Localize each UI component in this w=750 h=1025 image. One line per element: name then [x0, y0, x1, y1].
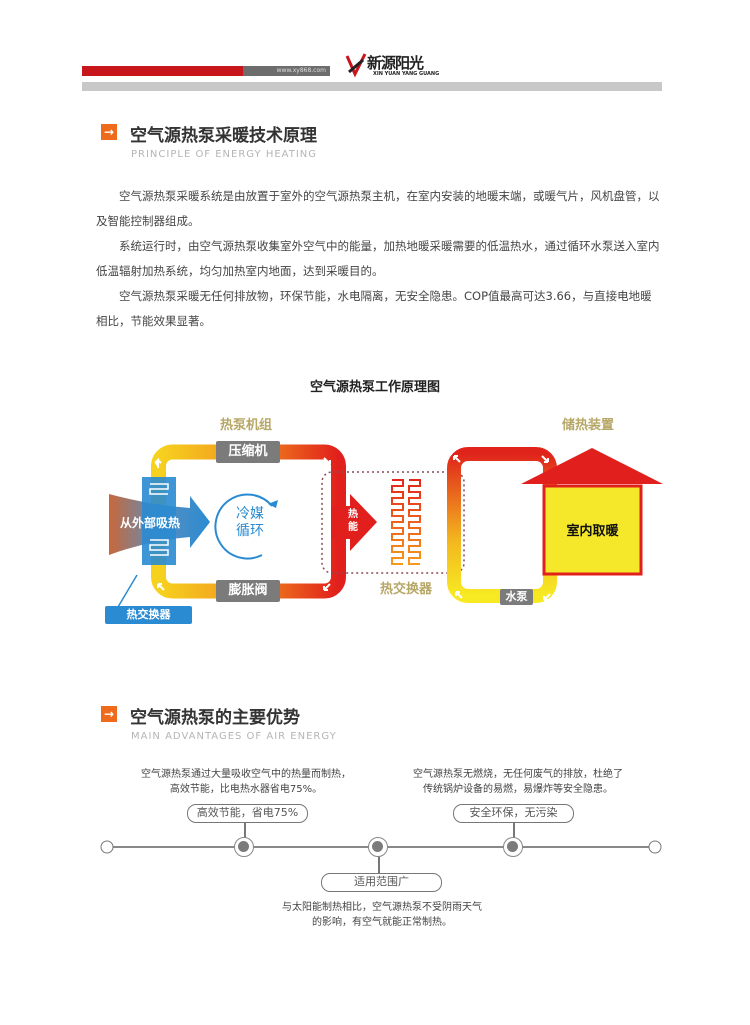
- logo-subtext: XIN YUAN YANG GUANG: [373, 71, 440, 77]
- brand-logo: 新源阳光 XIN YUAN YANG GUANG: [345, 52, 445, 80]
- diagram-title: 空气源热泵工作原理图: [309, 380, 440, 395]
- label-storage: 储热装置: [561, 418, 615, 433]
- connector: [513, 820, 515, 847]
- coil-lines: [149, 483, 169, 556]
- timeline-end: [648, 840, 662, 854]
- logo-mark-icon: [345, 53, 367, 78]
- timeline-node: [368, 837, 388, 857]
- compressor-box: 压缩机: [216, 441, 280, 463]
- refrigerant-cycle-arrow: [214, 493, 273, 560]
- desc-line: 空气源热泵通过大量吸收空气中的热量而制热，: [141, 769, 351, 780]
- arrow-right-icon: →: [101, 124, 117, 140]
- timeline-end: [100, 840, 114, 854]
- label-heat-pump-unit: 热泵机组: [219, 418, 273, 433]
- website-link[interactable]: www.xy868.com: [243, 66, 330, 76]
- house-body: [542, 484, 643, 576]
- intro-text: 空气源热泵采暖系统是由放置于室外的空气源热泵主机，在室内安装的地暖末端，或暖气片…: [96, 184, 662, 334]
- paragraph: 系统运行时，由空气源热泵收集室外空气中的能量，加热地暖采暖需要的低温热水，通过循…: [96, 239, 660, 278]
- connector: [378, 847, 380, 874]
- advantage-pill: 安全环保，无污染: [453, 804, 574, 823]
- cycle-arrowhead-icon: [268, 500, 278, 508]
- timeline-node: [234, 837, 254, 857]
- section-subtitle: PRINCIPLE OF ENERGY HEATING: [131, 149, 318, 160]
- paragraph: 空气源热泵采暖系统是由放置于室外的空气源热泵主机，在室内安装的地暖末端，或暖气片…: [96, 189, 660, 228]
- indoor-heating-label: 室内取暖: [566, 524, 619, 539]
- section-title: 空气源热泵的主要优势: [130, 708, 300, 728]
- advantage-desc: 空气源热泵无燃烧，无任何废气的排放，杜绝了 传统锅炉设备的易燃，易爆炸等安全隐患…: [413, 767, 623, 797]
- dotted-exchanger-frame: [321, 471, 465, 574]
- desc-line: 与太阳能制热相比，空气源热泵不受阴雨天气: [282, 902, 482, 913]
- paragraph: 空气源热泵采暖无任何排放物，环保节能，水电隔离，无安全隐患。COP值最高可达3.…: [96, 289, 652, 328]
- storage-loop: [447, 447, 557, 603]
- absorb-heat-label: 从外部吸热: [120, 516, 181, 530]
- desc-line: 高效节能，比电热水器省电75%。: [169, 784, 323, 795]
- heat-energy-arrow: [331, 494, 377, 551]
- timeline-node: [503, 837, 523, 857]
- logo-text: 新源阳光: [367, 54, 424, 72]
- refrigerant-cycle-label: 冷媒 循环: [236, 506, 264, 540]
- expansion-valve-box: 膨胀阀: [216, 580, 280, 602]
- refrigerant-line1: 冷媒: [236, 506, 264, 522]
- refrigerant-line2: 循环: [236, 523, 264, 539]
- advantage-pill: 高效节能，省电75%: [187, 804, 308, 823]
- header-gray-band: [82, 82, 662, 91]
- label-heat-exchanger: 热交换器: [379, 582, 433, 597]
- section-subtitle: MAIN ADVANTAGES OF AIR ENERGY: [131, 731, 337, 742]
- advantage-pill: 适用范围广: [321, 873, 442, 892]
- desc-line: 空气源热泵无燃烧，无任何废气的排放，杜绝了: [413, 769, 623, 780]
- heat-energy-label: 热能: [348, 509, 358, 533]
- desc-line: 的影响，有空气就能正常制热。: [312, 917, 452, 928]
- advantage-desc: 与太阳能制热相比，空气源热泵不受阴雨天气 的影响，有空气就能正常制热。: [282, 900, 482, 930]
- water-pump-box: 水泵: [500, 589, 533, 605]
- arrow-right-icon: →: [101, 706, 117, 722]
- left-exchanger-label: 热交换器: [105, 606, 192, 624]
- header-red-bar: [82, 66, 243, 76]
- house-roof: [521, 448, 663, 484]
- advantage-desc: 空气源热泵通过大量吸收空气中的热量而制热， 高效节能，比电热水器省电75%。: [141, 767, 351, 797]
- flow-arrow-icons: [154, 455, 551, 601]
- section-title: 空气源热泵采暖技术原理: [130, 126, 317, 146]
- desc-line: 传统锅炉设备的易燃，易爆炸等安全隐患。: [423, 784, 613, 795]
- connector: [244, 820, 246, 847]
- callout-line: [117, 574, 138, 608]
- exchanger-serpentine: [391, 479, 421, 565]
